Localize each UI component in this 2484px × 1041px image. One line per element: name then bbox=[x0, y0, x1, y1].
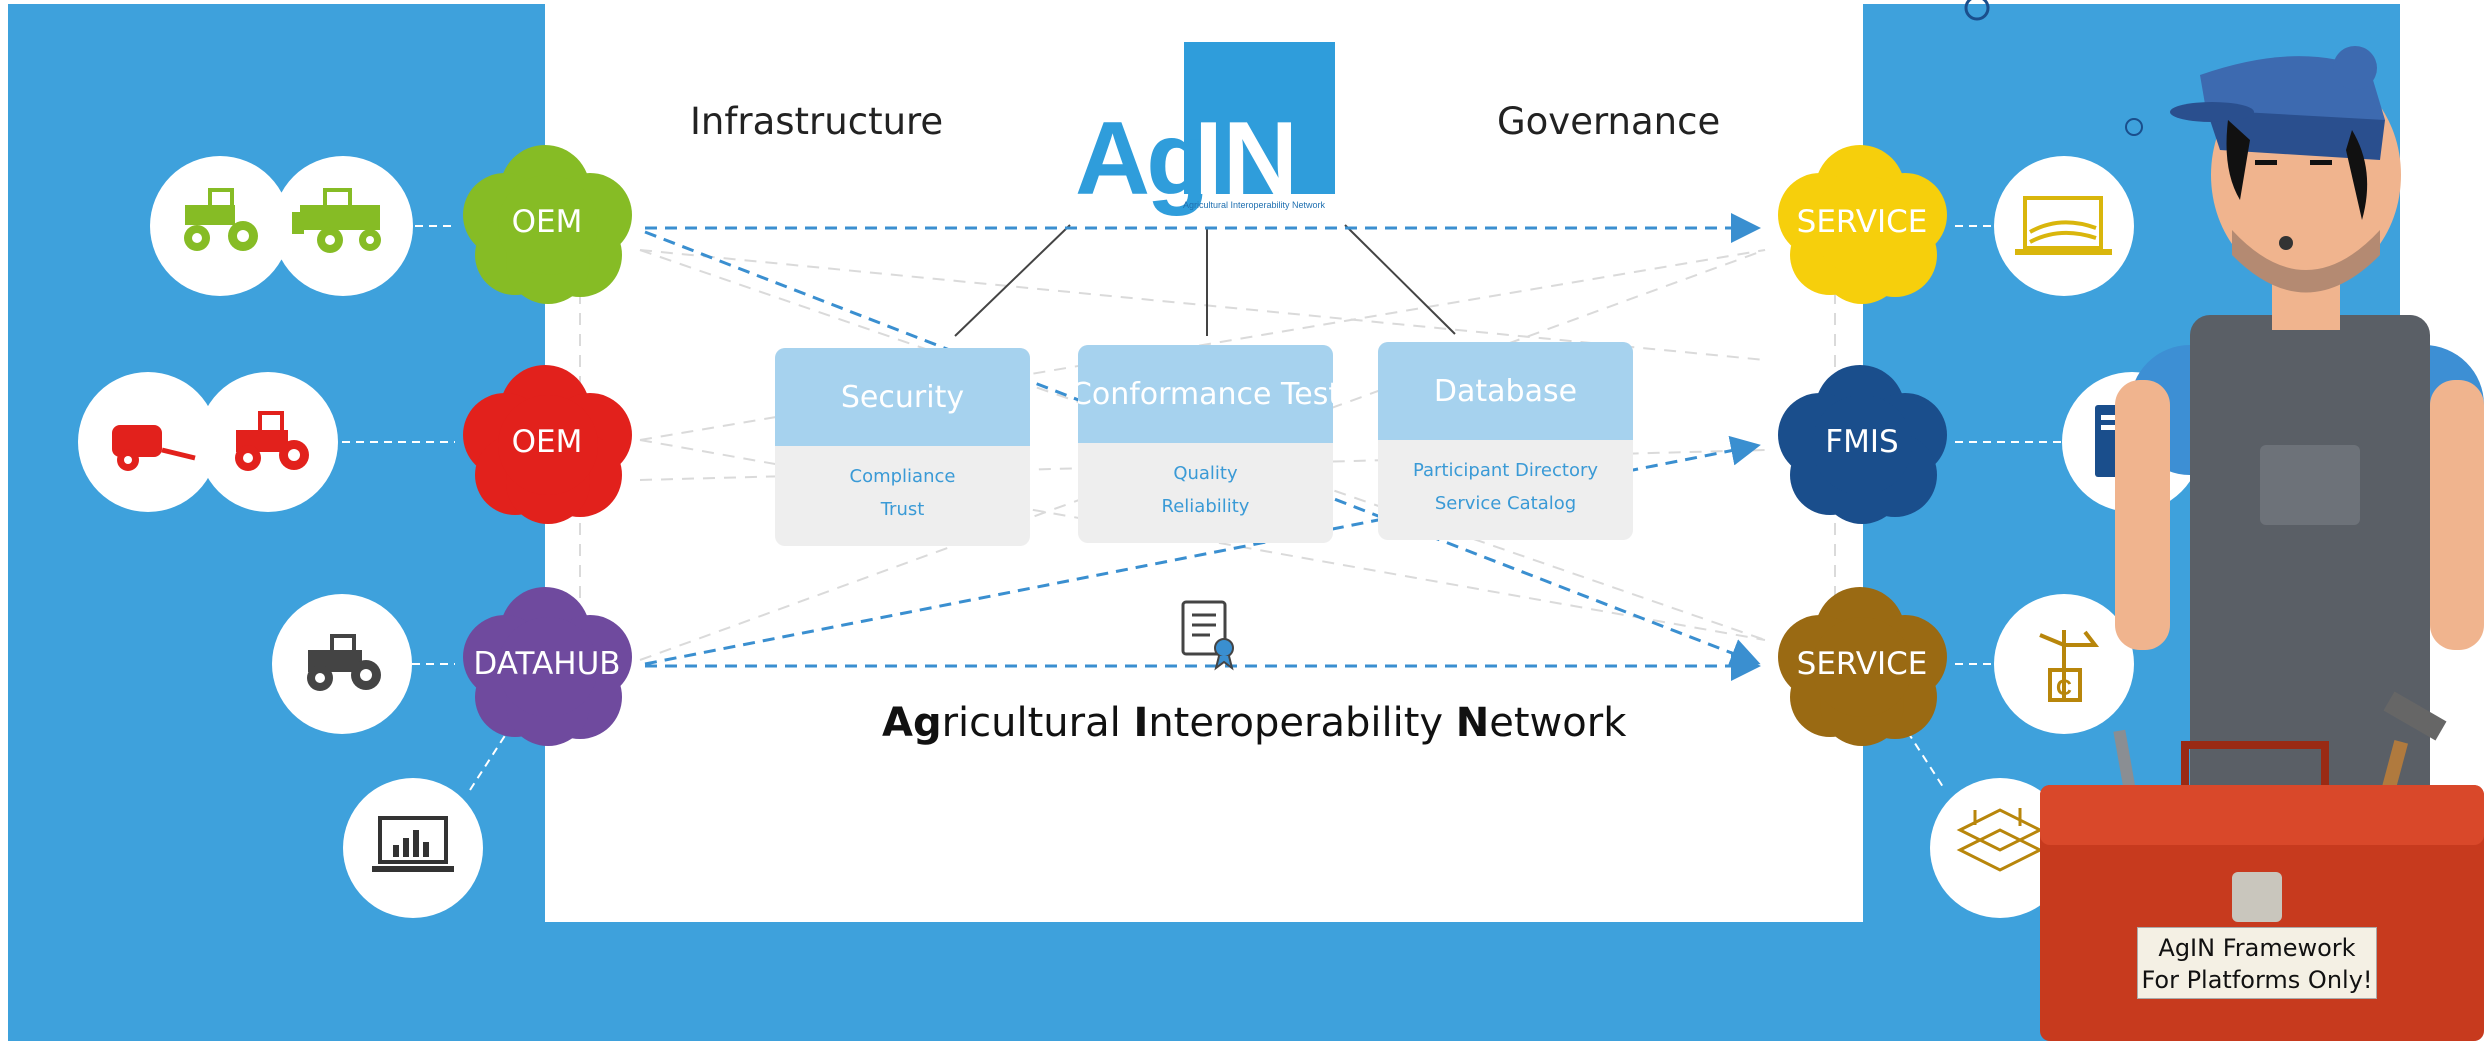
governance-heading: Governance bbox=[1497, 100, 1721, 143]
infrastructure-heading: Infrastructure bbox=[690, 100, 944, 143]
cloud-service-yellow bbox=[1778, 145, 1947, 304]
box-line: Trust bbox=[880, 499, 925, 520]
sign-line: AgIN Framework bbox=[2158, 934, 2356, 962]
box-line: Participant Directory bbox=[1412, 460, 1599, 481]
cloud-oem-red bbox=[463, 365, 632, 524]
box-line: Reliability bbox=[1161, 496, 1250, 517]
certificate-icon bbox=[1181, 600, 1234, 671]
combine-harvester-icon bbox=[292, 188, 381, 253]
cloud-label-fmis: FMIS bbox=[1825, 424, 1899, 460]
tagline-text: nteroperability bbox=[1148, 700, 1456, 746]
box-title: Security bbox=[775, 348, 1030, 446]
cloud-oem-green bbox=[463, 145, 632, 304]
cloud-fmis bbox=[1778, 365, 1947, 524]
tagline-bold: I bbox=[1133, 700, 1149, 746]
cloud-label-oem-green: OEM bbox=[511, 204, 583, 240]
box-line: Quality bbox=[1173, 463, 1238, 484]
baler-icon bbox=[112, 425, 196, 471]
decor-circle bbox=[1964, 0, 1990, 21]
box-line: Service Catalog bbox=[1434, 493, 1577, 514]
box-title: Conformance Test bbox=[1078, 345, 1333, 443]
mechanic-character bbox=[2115, 46, 2484, 815]
laptop-field-icon bbox=[2015, 196, 2112, 255]
cloud-label-datahub: DATAHUB bbox=[473, 646, 621, 682]
tractor-icon bbox=[307, 634, 381, 691]
network-tagline: Agricultural Interoperability Network bbox=[882, 700, 1626, 746]
svg-text:IN: IN bbox=[1194, 101, 1298, 217]
box-title: Database bbox=[1378, 342, 1633, 440]
decor-circle bbox=[2125, 118, 2143, 136]
tagline-text: etwork bbox=[1489, 700, 1627, 746]
cloud-label-oem-red: OEM bbox=[511, 424, 583, 460]
cloud-label-service-yellow: SERVICE bbox=[1796, 204, 1928, 240]
left-icon-circles bbox=[78, 156, 483, 918]
tractor-circle bbox=[150, 156, 290, 296]
toolbox-sign: AgIN Framework For Platforms Only! bbox=[2137, 927, 2377, 999]
cloud-label-service-brown: SERVICE bbox=[1796, 646, 1928, 682]
logo-connectors bbox=[954, 224, 1456, 337]
database-box: Database Participant Directory Service C… bbox=[1378, 342, 1633, 540]
laptop-chart-icon bbox=[372, 816, 454, 872]
cloud-service-brown bbox=[1778, 587, 1947, 746]
svg-text:C: C bbox=[2056, 675, 2072, 700]
logo-subtitle: Agricultural Interoperability Network bbox=[1183, 200, 1326, 210]
agin-logo: Ag IN bbox=[1075, 42, 1335, 217]
weather-station-icon: C bbox=[2039, 630, 2100, 702]
cloud-datahub bbox=[463, 587, 632, 746]
box-line: Compliance bbox=[849, 466, 956, 487]
svg-text:Ag: Ag bbox=[1075, 101, 1206, 217]
sign-line: For Platforms Only! bbox=[2141, 966, 2373, 994]
tagline-text: ricultural bbox=[941, 700, 1134, 746]
tagline-bold: Ag bbox=[882, 700, 942, 746]
tagline-bold: N bbox=[1455, 700, 1490, 746]
conformance-test-box: Conformance Test Quality Reliability bbox=[1078, 345, 1333, 543]
left-connectors bbox=[342, 225, 2070, 791]
tractor-icon bbox=[235, 411, 309, 471]
tractor-icon bbox=[184, 188, 258, 251]
security-box: Security Compliance Trust bbox=[775, 348, 1030, 546]
